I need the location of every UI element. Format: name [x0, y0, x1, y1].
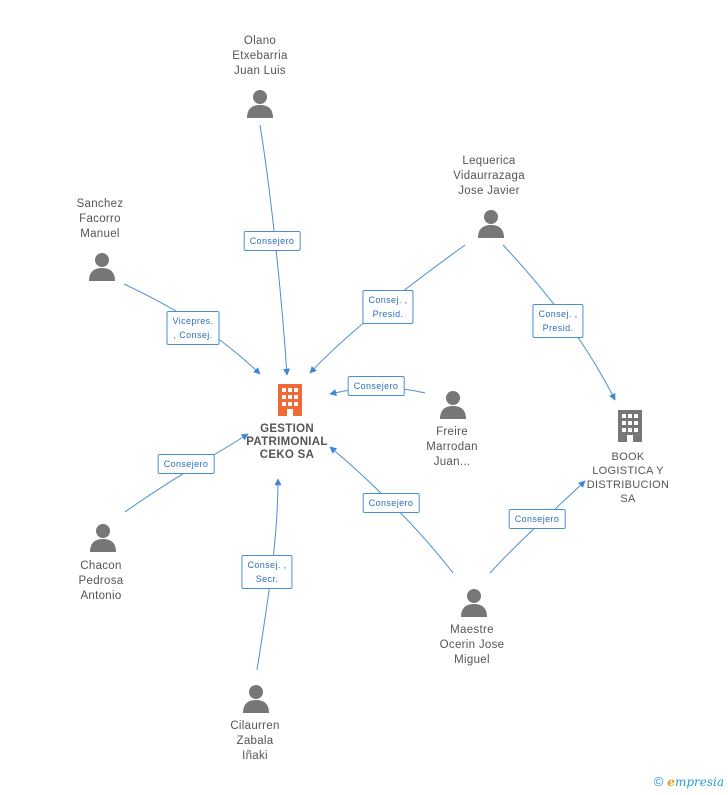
person-icon-olano [247, 90, 273, 118]
person-icon-cilaurren [243, 685, 269, 713]
edge-label-lequerica-gestion: Consej. , Presid. [362, 290, 414, 324]
node-label-gestion[interactable]: GESTION PATRIMONIAL CEKO SA [246, 423, 328, 461]
person-icon-freire [440, 391, 466, 419]
footer-brand[interactable]: © empresia [654, 774, 724, 789]
node-label-sanchez[interactable]: Sanchez Facorro Manuel [76, 198, 124, 240]
edge-label-freire-gestion: Consejero [347, 376, 405, 396]
edge-label-cilaurren-gestion: Consej. , Secr. [241, 555, 293, 589]
node-label-lequerica[interactable]: Lequerica Vidaurrazaga Jose Javier [453, 155, 525, 197]
building-icon-book [618, 410, 642, 442]
edge-label-maestre-book: Consejero [508, 509, 566, 529]
edge-label-lequerica-book: Consej. , Presid. [532, 304, 584, 338]
person-icon-chacon [90, 524, 116, 552]
person-icon-maestre [461, 589, 487, 617]
node-label-maestre[interactable]: Maestre Ocerin Jose Miguel [439, 624, 505, 666]
edge-label-sanchez-gestion: Vicepres. , Consej. [166, 311, 220, 345]
edge-label-maestre-gestion: Consejero [362, 493, 420, 513]
node-label-olano[interactable]: Olano Etxebarria Juan Luis [232, 35, 288, 77]
brand-logo[interactable]: empresia [667, 775, 724, 789]
brand-logo-e: e [667, 774, 675, 789]
person-icon-sanchez [89, 253, 115, 281]
node-label-book[interactable]: BOOK LOGISTICA Y DISTRIBUCION SA [586, 451, 670, 505]
building-icon-gestion [278, 384, 302, 416]
copyright-icon: © [653, 774, 664, 789]
brand-logo-text: mpresia [674, 774, 724, 789]
edge-label-olano-gestion: Consejero [243, 231, 301, 251]
person-icon-lequerica [478, 210, 504, 238]
node-label-chacon[interactable]: Chacon Pedrosa Antonio [78, 560, 124, 602]
node-label-freire[interactable]: Freire Marrodan Juan... [426, 426, 478, 468]
node-label-cilaurren[interactable]: Cilaurren Zabala Iñaki [230, 720, 280, 762]
edge-label-chacon-gestion: Consejero [157, 454, 215, 474]
